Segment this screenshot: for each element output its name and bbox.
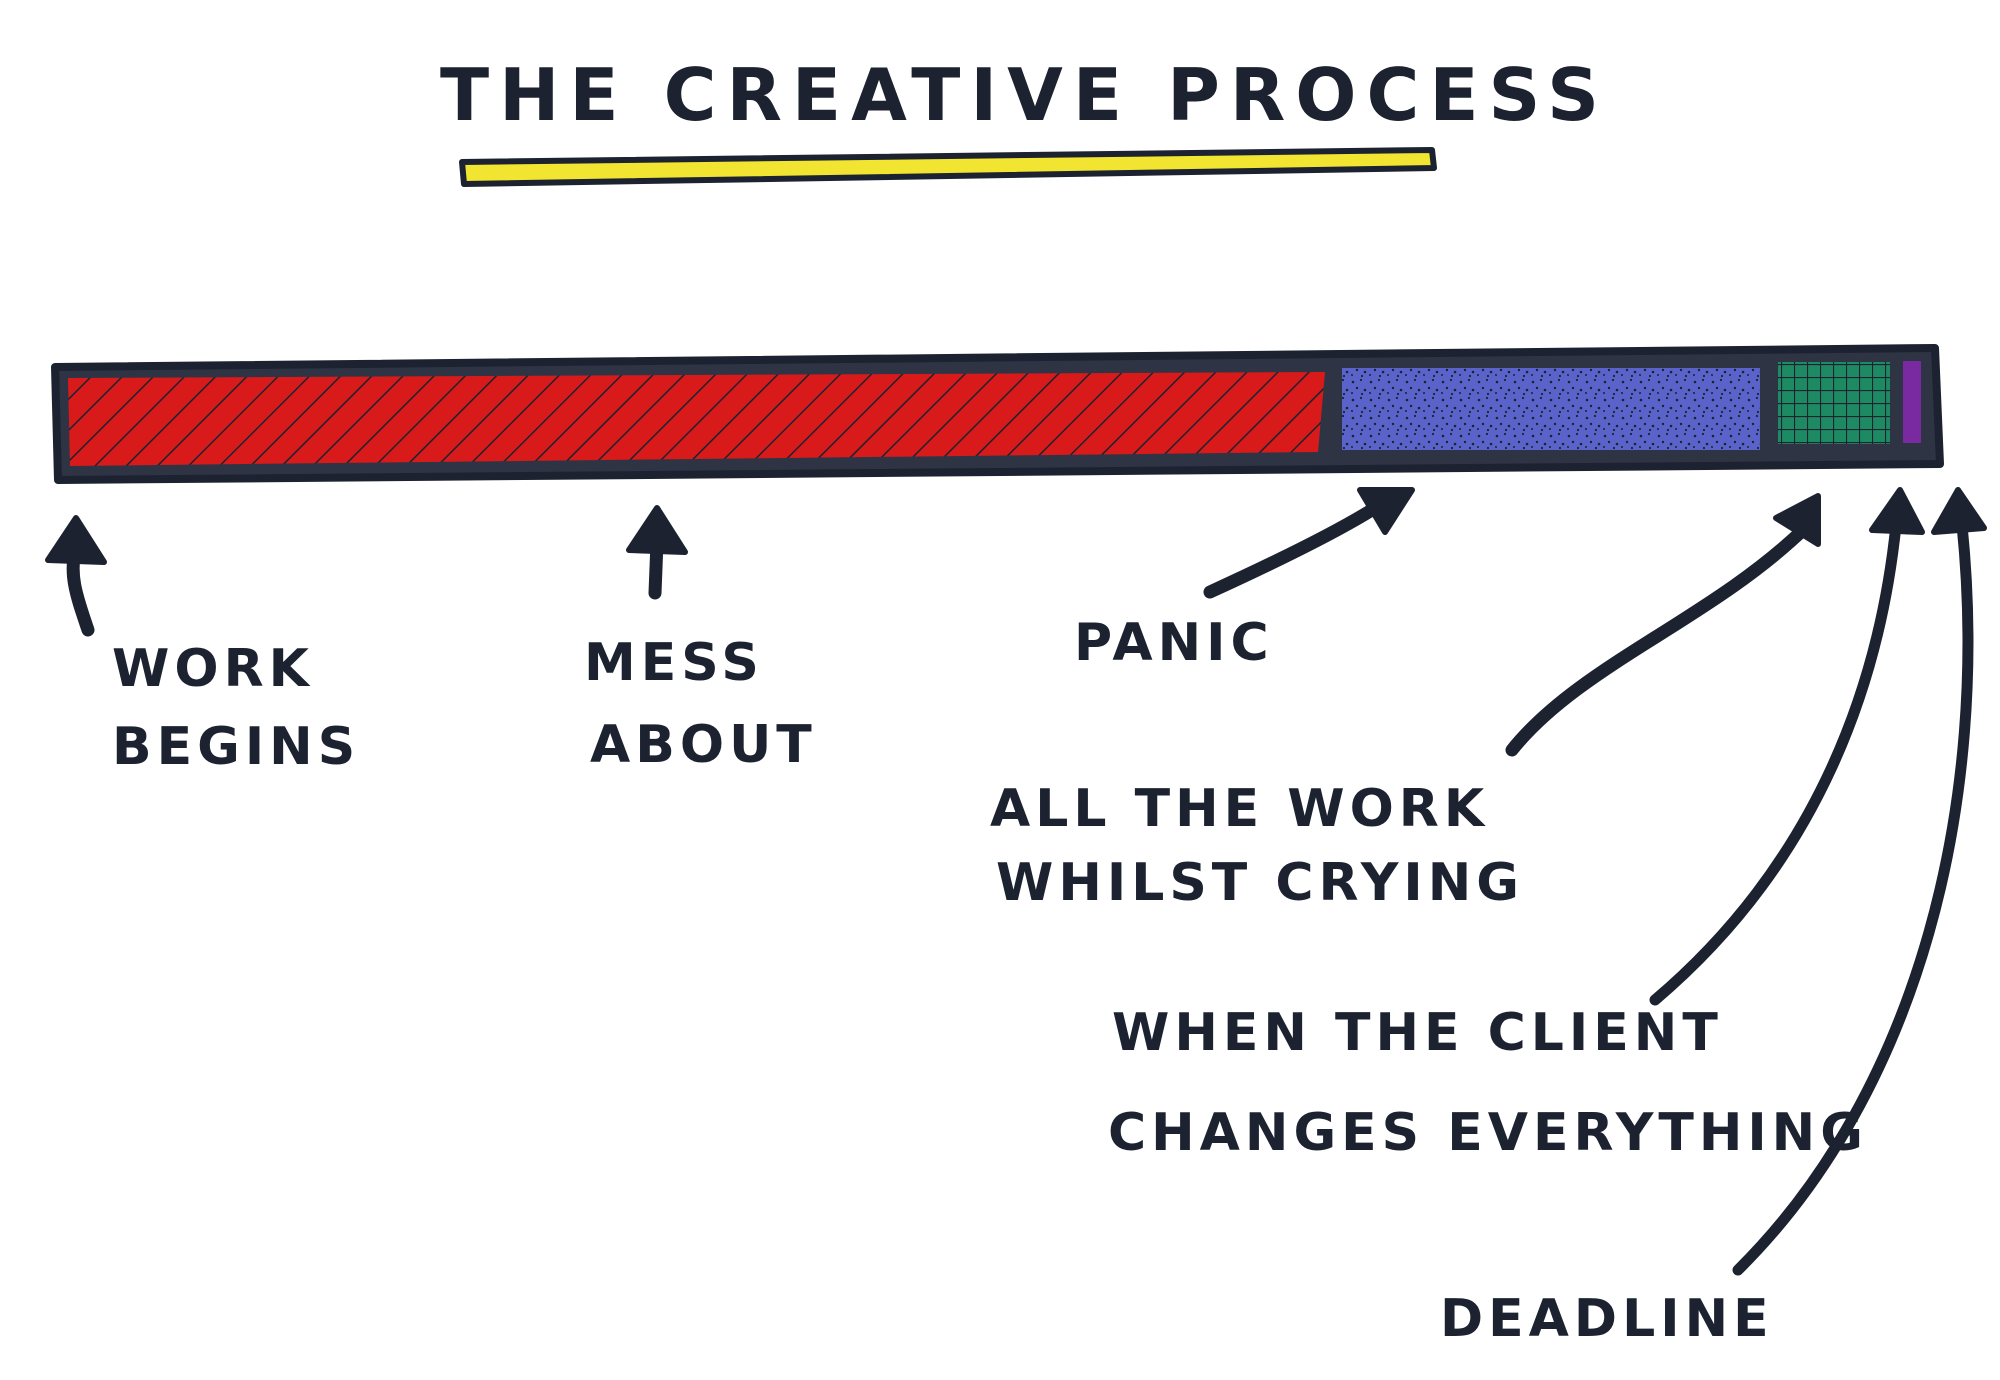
arrow-panic <box>1203 487 1415 599</box>
label-all-the-work-line1: ALL THE WORK <box>990 779 1489 839</box>
label-all-the-work-line2: WHILST CRYING <box>996 853 1524 913</box>
label-client-changes-line1: WHEN THE CLIENT <box>1112 1003 1723 1063</box>
arrow-deadline <box>1732 487 1987 1276</box>
diagram-title: THE CREATIVE PROCESS <box>440 53 1609 137</box>
label-deadline: DEADLINE <box>1440 1289 1774 1349</box>
arrow-all-the-work <box>1505 493 1821 757</box>
segment-deadline <box>1903 361 1921 443</box>
arrow-client-changes <box>1649 487 1925 1006</box>
segment-client-changes <box>1778 362 1890 444</box>
label-panic: PANIC <box>1074 613 1274 673</box>
timeline-bar <box>51 344 1944 484</box>
label-mess-about-line1: MESS <box>584 633 764 693</box>
label-client-changes-line2: CHANGES EVERYTHING <box>1108 1103 1868 1163</box>
title-underline <box>459 147 1437 187</box>
label-work-begins-line2: BEGINS <box>112 717 360 777</box>
label-mess-about-line2: ABOUT <box>590 715 817 775</box>
segment-panic <box>1342 368 1760 450</box>
label-work-begins-line1: WORK <box>112 639 314 699</box>
arrow-mess-about <box>626 505 688 600</box>
segment-mess-about <box>68 372 1325 466</box>
arrow-work-begins <box>45 515 107 637</box>
